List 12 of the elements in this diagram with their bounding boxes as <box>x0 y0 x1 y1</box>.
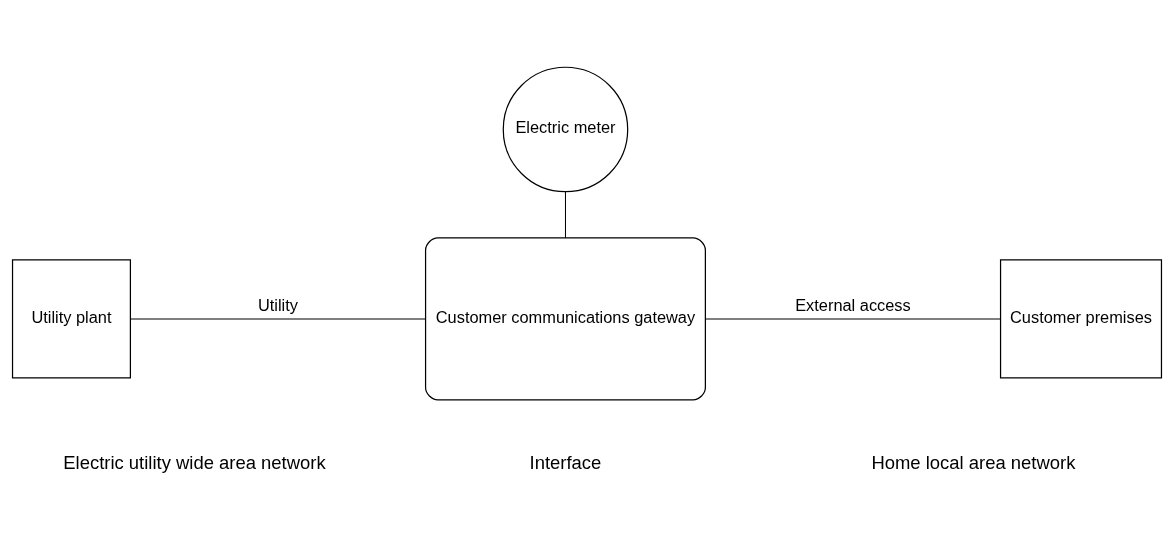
node-box: Utility plant <box>11 258 131 378</box>
edge-label: External access <box>795 295 911 314</box>
label: Electric utility wide area network <box>63 451 326 473</box>
connector <box>564 190 566 238</box>
label: Home local area network <box>871 451 1076 473</box>
node-box: Customer communications gateway <box>424 236 706 400</box>
node-box: Customer premises <box>999 258 1163 378</box>
edge-label: Utility <box>257 295 298 314</box>
connector <box>705 317 1001 319</box>
label: Interface <box>529 451 602 473</box>
node-circle: Electric meter <box>502 66 629 192</box>
connector <box>130 317 427 319</box>
